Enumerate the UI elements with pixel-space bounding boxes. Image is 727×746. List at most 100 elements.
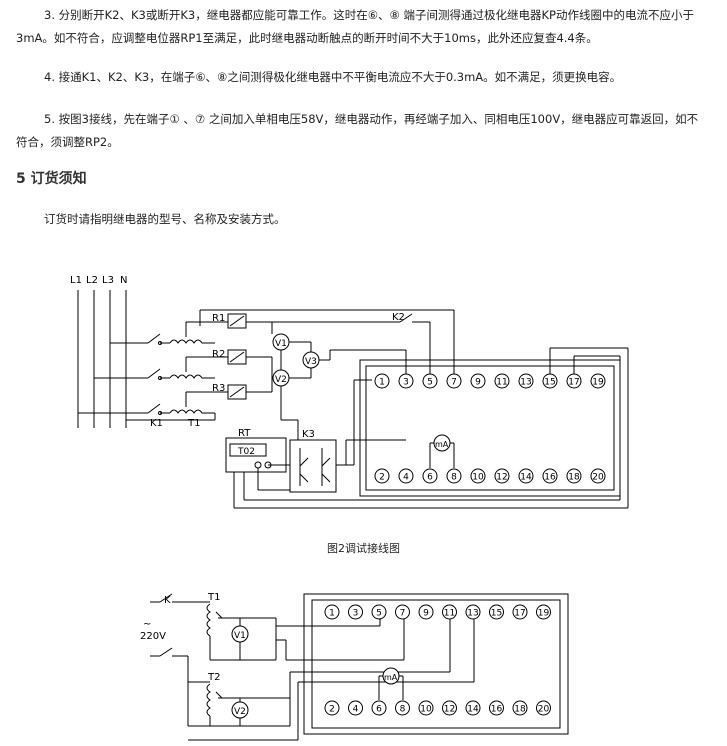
figure3-terminal-label-11: 11 [444,609,455,619]
figure3-terminal-16 [489,700,504,716]
fig3-label-t2: T2 [207,672,220,683]
figure3-terminal-19 [536,604,551,620]
figure3-terminal-label-4: 4 [353,705,359,715]
figure3-terminal-label-3: 3 [353,609,359,619]
figure2-terminal-2 [374,468,390,484]
paragraph-5: 5. 按图3接线，先在端子① 、⑦ 之间加入单相电压58V，继电器动作，再经端子… [16,108,706,154]
figure2-terminal-18 [566,468,582,484]
figure2-terminal-label-3: 3 [403,378,409,388]
figure3-terminal-7 [395,604,410,620]
figure2-terminal-17 [566,373,582,389]
fig3-label-voltage: 220V [140,631,166,642]
relay-box-inner-fig2 [365,365,615,491]
paragraph-4-text: 4. 接通K1、K2、K3，在端子⑥、⑧之间测得极化继电器中不平衡电流应不大于0… [44,70,622,84]
figure3-terminal-20 [536,700,551,716]
label-k3: K3 [302,429,315,440]
switch-k3 [289,439,337,493]
figure2-terminal-label-10: 10 [472,473,484,483]
figure2-terminal-label-5: 5 [427,378,433,388]
figure3-terminal-15 [489,604,504,620]
figure2-terminal-11 [494,373,510,389]
figure2-terminal-label-12: 12 [496,473,507,483]
label-t02: T02 [237,447,255,457]
figure3-terminal-label-7: 7 [400,609,406,619]
figure3-terminal-3 [348,604,363,620]
figure2-terminal-label-13: 13 [520,378,531,388]
figure3-terminal-17 [512,604,528,620]
figure3-terminal-label-14: 14 [467,705,479,715]
figure2-terminal-3 [398,373,414,389]
figure3-terminal-6 [371,700,387,716]
figure2-terminal-5 [422,373,438,389]
label-v1: V1 [275,339,287,349]
figure2-terminal-label-9: 9 [475,378,481,388]
figure2-terminal-12 [494,468,510,484]
label-r2: R2 [212,349,225,360]
bus-label-l1: L1 [70,275,82,286]
bus-label-l3: L3 [102,275,114,286]
figure2-terminal-label-14: 14 [520,473,532,483]
figure3-terminal-2 [324,700,340,716]
figure3-terminal-label-9: 9 [423,609,429,619]
label-t1: T1 [187,418,200,429]
figure3-terminal-14 [465,700,481,716]
figure3-terminal-10 [418,700,434,716]
figure3-terminal-label-10: 10 [420,705,432,715]
label-r3: R3 [212,383,225,394]
figure2-terminal-label-11: 11 [496,378,507,388]
figure2-terminal-4 [398,468,414,484]
label-rt: RT [238,428,251,439]
label-k1: K1 [150,418,163,429]
figure2-caption: 图2调试接线图 [327,542,400,555]
figure2-terminal-label-8: 8 [451,473,457,483]
figure2-diagram: L1 L2 L3 N K1 T1 [70,275,629,509]
figure3-terminal-label-13: 13 [467,609,478,619]
bus-label-l2: L2 [86,275,98,286]
figure3-terminal-label-16: 16 [491,705,503,715]
figure2-terminal-label-18: 18 [568,473,580,483]
transformer-t1 [169,339,215,414]
figure2-terminal-19 [590,373,606,389]
figure3-terminal-4 [348,700,363,716]
fig3-transformer-t1 [206,603,211,637]
section-heading: 5 订货须知 [16,171,87,187]
figure2-terminal-9 [470,373,486,389]
label-v3: V3 [305,357,317,367]
paragraph-3-text: 3. 分别断开K2、K3或断开K3，继电器都应能可靠工作。这时在⑥、⑧ 端子间测… [16,8,694,45]
figure2-terminal-7 [446,373,462,389]
fig3-label-v1: V1 [234,631,246,641]
bus-lines [77,290,127,428]
relay-box-inner-fig3 [311,599,561,729]
figure2-terminal-label-15: 15 [544,378,555,388]
figure3-terminal-label-5: 5 [376,609,382,619]
figure2-terminal-label-7: 7 [451,378,457,388]
figure2-terminal-14 [518,468,534,484]
fig3-label-t1: T1 [207,592,220,603]
label-k2: K2 [392,312,405,323]
figure3-terminal-label-1: 1 [329,609,335,619]
figure2-terminal-label-6: 6 [427,473,433,483]
switch-k1 [147,333,170,415]
fig3-label-tilde: ~ [143,619,151,630]
figure2-terminal-label-4: 4 [403,473,409,483]
figure3-terminal-8 [395,700,410,716]
figure2-terminal-label-2: 2 [379,473,385,483]
figure2-terminal-label-19: 19 [592,378,604,388]
figure3-terminal-label-18: 18 [514,705,526,715]
figure3-terminal-label-6: 6 [376,705,382,715]
label-r1: R1 [212,313,225,324]
figure2-terminal-label-17: 17 [568,378,579,388]
label-ma-fig3: mA [384,673,398,682]
fig3-transformer-t2 [206,683,211,717]
figure3-terminal-label-2: 2 [329,705,335,715]
figure3-terminal-label-8: 8 [400,705,406,715]
paragraph-5-text: 5. 按图3接线，先在端子① 、⑦ 之间加入单相电压58V，继电器动作，再经端子… [16,112,699,149]
paragraph-3: 3. 分别断开K2、K3或断开K3，继电器都应能可靠工作。这时在⑥、⑧ 端子间测… [16,4,706,50]
figure3-diagram: K ~ 220V T1 T2 V1 V2 [140,592,569,741]
figure3-terminal-label-17: 17 [514,609,525,619]
figure3-terminal-13 [465,604,481,620]
fig3-label-k: K [164,595,171,606]
